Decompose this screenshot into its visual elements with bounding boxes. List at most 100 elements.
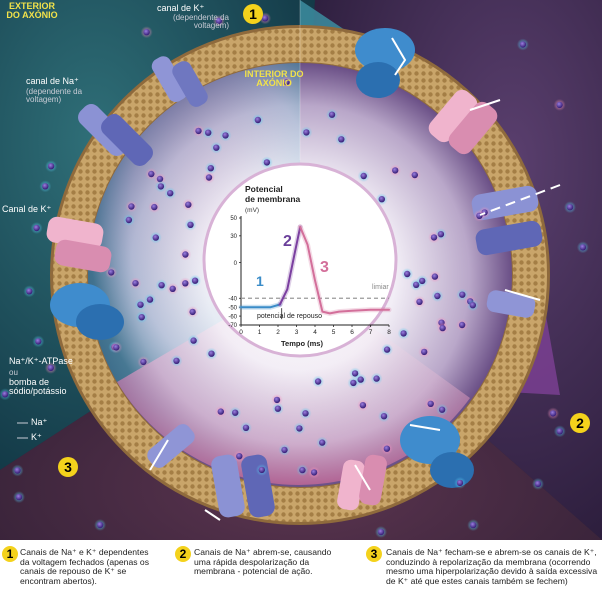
ion bbox=[350, 379, 357, 387]
ion bbox=[167, 190, 174, 197]
ion bbox=[459, 291, 466, 298]
y-tick-label: -60 bbox=[228, 314, 237, 320]
ion bbox=[438, 406, 446, 413]
ion bbox=[359, 402, 367, 409]
atpase-pump-label: bomba de sódio/potássio bbox=[9, 377, 67, 397]
ion bbox=[26, 288, 33, 295]
k-voltage-channel-bottom bbox=[147, 424, 195, 468]
ion bbox=[430, 234, 438, 241]
ion bbox=[35, 338, 42, 345]
ion bbox=[261, 15, 269, 22]
ion bbox=[411, 171, 418, 179]
ion bbox=[299, 466, 306, 474]
ion bbox=[47, 163, 55, 170]
graph-y-unit: (mV) bbox=[245, 207, 259, 214]
legend-k-label: K⁺ bbox=[31, 432, 42, 442]
legend-na-label: Na⁺ bbox=[31, 417, 48, 427]
caption-1-text: Canais de Na⁺ e K⁺ dependentes da voltag… bbox=[20, 547, 149, 586]
k-channel-bottom-open bbox=[337, 454, 387, 511]
stage-1-marker: 1 bbox=[243, 4, 263, 24]
graph-curves bbox=[238, 224, 392, 320]
ion bbox=[143, 29, 150, 36]
ion bbox=[148, 170, 155, 178]
ion bbox=[254, 116, 262, 124]
ion bbox=[360, 172, 367, 180]
k-voltage-channel-sublabel: (dependente da voltagem) bbox=[172, 13, 229, 31]
y-tick-label: 30 bbox=[230, 234, 237, 240]
ion bbox=[14, 467, 21, 474]
ion bbox=[137, 301, 144, 308]
ion bbox=[96, 521, 104, 529]
membrane-channels bbox=[46, 28, 543, 518]
ion bbox=[281, 446, 288, 454]
ion bbox=[191, 277, 199, 284]
ion bbox=[458, 321, 466, 329]
phase-2-label: 2 bbox=[283, 233, 292, 250]
ion bbox=[469, 302, 476, 309]
ion bbox=[217, 408, 224, 415]
ion bbox=[434, 292, 441, 300]
threshold-label: limiar bbox=[372, 284, 389, 291]
ion bbox=[157, 183, 165, 190]
ion bbox=[416, 298, 423, 305]
x-tick-label: 8 bbox=[387, 329, 391, 336]
caption-area bbox=[0, 540, 602, 608]
ion bbox=[146, 296, 154, 303]
ion bbox=[534, 480, 542, 488]
phase-1-label: 1 bbox=[256, 273, 264, 289]
ion bbox=[128, 203, 135, 210]
y-tick-label: -50 bbox=[228, 305, 237, 311]
ion bbox=[189, 308, 196, 316]
membrane-ring bbox=[53, 28, 547, 522]
ion bbox=[190, 337, 197, 344]
stage-3-marker: 3 bbox=[58, 457, 78, 477]
k-voltage-channel-label: canal de K⁺ bbox=[157, 3, 205, 13]
x-tick-label: 2 bbox=[276, 329, 280, 336]
ion bbox=[519, 41, 527, 48]
ion bbox=[15, 493, 23, 501]
ion bbox=[383, 346, 391, 353]
atpase-label: Na⁺/K⁺-ATPase bbox=[9, 356, 73, 366]
ion bbox=[274, 405, 282, 412]
interior-sector-3 bbox=[117, 275, 470, 485]
y-tick-label: 50 bbox=[230, 216, 237, 222]
ion bbox=[556, 101, 563, 109]
k-leak-channel bbox=[46, 216, 112, 273]
series-line-3 bbox=[299, 225, 390, 315]
ion bbox=[579, 244, 587, 251]
k-leak-channel-label: Canal de K⁺ bbox=[2, 204, 52, 214]
ion bbox=[236, 453, 243, 460]
ion bbox=[273, 396, 281, 404]
graph-x-label: Tempo (ms) bbox=[281, 339, 323, 348]
ion bbox=[108, 269, 115, 276]
atpase-or-label: ou bbox=[9, 368, 18, 377]
ion bbox=[419, 277, 426, 285]
ion bbox=[470, 521, 477, 529]
ion bbox=[380, 413, 388, 420]
ion bbox=[232, 409, 239, 416]
ion bbox=[310, 469, 318, 476]
ion bbox=[383, 445, 391, 452]
ion-flow-arrows bbox=[149, 37, 561, 521]
ion bbox=[338, 136, 345, 143]
ion bbox=[42, 183, 49, 190]
ion bbox=[205, 129, 212, 136]
ion bbox=[138, 314, 145, 321]
ion bbox=[195, 127, 202, 135]
k-voltage-channel-closed bbox=[151, 56, 208, 107]
ion bbox=[152, 234, 159, 241]
caption-3-text: Canais de Na⁺ fecham-se e abrem-se os ca… bbox=[386, 547, 598, 586]
y-tick-label: -70 bbox=[228, 323, 237, 329]
ion bbox=[439, 324, 446, 332]
na-channel-label: canal de Na⁺ bbox=[26, 76, 79, 86]
ion bbox=[132, 280, 139, 287]
ion bbox=[373, 375, 380, 382]
ion bbox=[456, 479, 464, 487]
caption-2-text: Canais de Na⁺ abrem-se, causando uma ráp… bbox=[194, 547, 332, 577]
ion bbox=[556, 428, 563, 435]
ion bbox=[169, 285, 176, 292]
